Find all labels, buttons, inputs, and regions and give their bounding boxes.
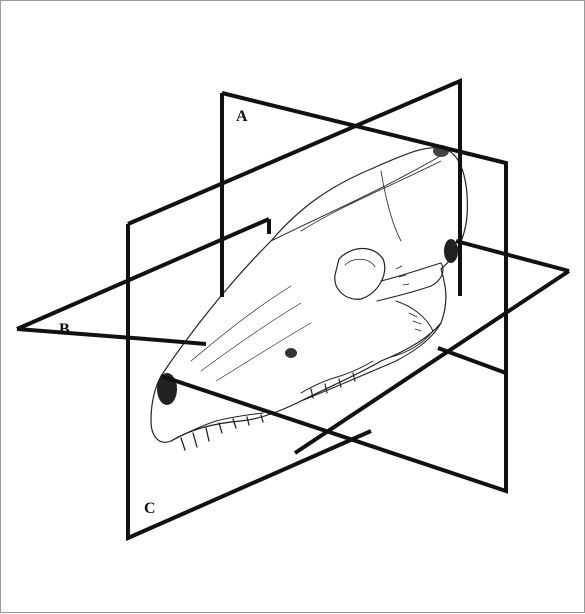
plane-label-b: B <box>59 322 70 338</box>
skull-illustration <box>151 145 467 450</box>
plane-b-front-edge <box>146 339 206 344</box>
plane-a-bottom-edge <box>161 373 506 491</box>
plane-label-c: C <box>144 501 156 517</box>
plane-label-a: A <box>236 109 248 125</box>
plane-c-outline <box>128 81 460 538</box>
